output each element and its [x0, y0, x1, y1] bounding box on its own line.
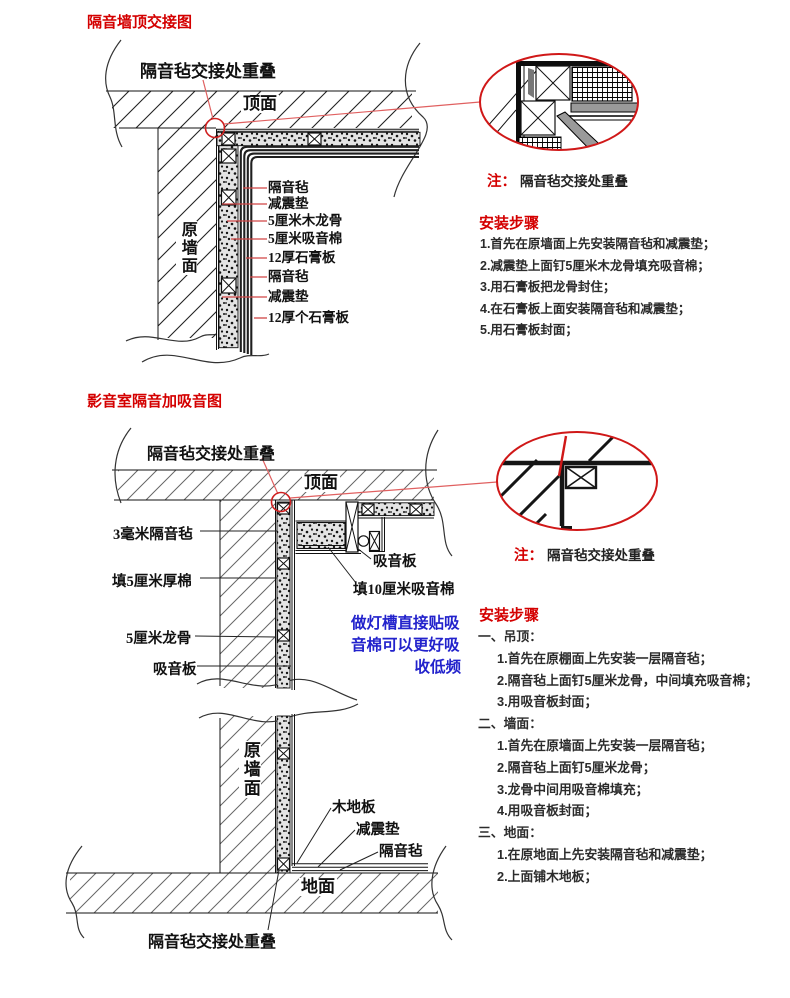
d2-overlap-leader [261, 457, 279, 495]
d1-overlap-label: 隔音毡交接处重叠 [140, 62, 276, 81]
note-prefix: 注： [514, 548, 543, 564]
d1-keel-box [220, 277, 237, 294]
d2-ceiling-hatch [118, 470, 434, 500]
d2-left-label: 5厘米龙骨 [126, 631, 192, 647]
d2-keel-box [409, 503, 423, 516]
section-item: 1.在原地面上先安装隔音毡和减震垫； [497, 846, 713, 862]
diagram1-linework [105, 39, 639, 364]
d2-steps-list: 一、吊顶： 1.首先在原棚面上先安装一层隔音毡； 2.隔音毡上面钉5厘米龙骨，中… [478, 626, 758, 888]
diagram2-linework [65, 427, 658, 941]
d1-layer-label: 12厚石膏板 [268, 250, 336, 265]
d2-left-label: 填5厘米厚棉 [112, 574, 192, 590]
d2-break-left [114, 427, 132, 504]
diagram1-title: 隔音墙顶交接图 [87, 14, 193, 31]
section-item: 1.首先在原棚面上先安装一层隔音毡； [497, 650, 713, 666]
step-item: 1.首先在原墙面上先安装隔音毡和减震垫； [480, 237, 716, 251]
d2-floor-layer-label: 木地板 [332, 800, 376, 816]
d1-keel-box [220, 189, 237, 206]
d1-layer-label: 减震垫 [268, 196, 309, 211]
step-item: 4.在石膏板上面安装隔音毡和减震垫； [480, 301, 691, 316]
d1-wall-label: 原墙面 [176, 221, 197, 275]
d2-blue-note: 做灯槽直接贴吸 音棉可以更好吸 收低频 [351, 615, 461, 676]
d1-layer-label: 5厘米木龙骨 [268, 213, 343, 228]
d2-floor-break-right [431, 845, 453, 941]
d1-gypsum-layers [239, 145, 419, 355]
d1-keel-box [307, 132, 322, 146]
d2-trough-box [368, 530, 381, 552]
d2-detail-leader [289, 481, 498, 499]
section-item: 2.隔音毡上面钉5厘米龙骨，中间填充吸音棉； [497, 672, 758, 688]
d1-break-left [105, 39, 123, 148]
d2-floor-layers [292, 863, 428, 872]
d2-keel-box [276, 857, 291, 871]
d1-layer-label: 减震垫 [268, 289, 309, 304]
step-item: 3.用石膏板把龙骨封住； [480, 280, 616, 294]
d2-wall-label: 原墙面 [239, 741, 261, 798]
d1-steps-list: 1.首先在原墙面上先安装隔音毡和减震垫； 2.减震垫上面钉5厘米木龙骨填充吸音棉… [480, 234, 715, 342]
d2-note: 注：隔音毡交接处重叠 [514, 548, 655, 564]
d1-detail-leader [223, 101, 481, 125]
d2-wall-hatch-upper [220, 500, 276, 688]
d1-keel-box [221, 132, 236, 146]
d2-left-label: 吸音板 [153, 662, 197, 678]
d2-steps-title: 安装步骤 [479, 607, 540, 624]
section-item: 1.首先在原墙面上先安装一层隔音毡； [497, 737, 713, 753]
d1-layer-label: 12厚个石膏板 [268, 310, 349, 325]
d2-floor-layer-label: 减震垫 [356, 822, 400, 838]
d2-floor-hatch [70, 873, 438, 913]
d2-detail-circle [270, 491, 292, 513]
d1-note: 注：隔音毡交接处重叠 [487, 174, 628, 190]
d2-absorb-panel-label: 吸音板 [373, 554, 417, 570]
d1-ceiling-label: 顶面 [241, 94, 279, 113]
d1-detail-ellipse [479, 53, 639, 151]
step-item: 2.减震垫上面钉5厘米木龙骨填充吸音棉； [480, 258, 710, 273]
d2-keel-box [276, 557, 291, 570]
d2-lamp-circle [357, 535, 370, 547]
d2-label-leaders [194, 530, 379, 931]
d1-keel-box [220, 148, 237, 164]
d1-detail-circle [204, 117, 226, 139]
d2-floor-break-left [65, 845, 85, 939]
d1-overlap-leader [202, 79, 214, 120]
d1-layer-leaders [222, 187, 267, 319]
section-item: 2.隔音毡上面钉5厘米龙骨； [497, 759, 656, 775]
diagram2-title: 影音室隔音加吸音图 [87, 393, 223, 410]
d2-left-label: 3毫米隔音毡 [113, 527, 193, 543]
d2-wall-strip-upper [276, 501, 291, 689]
section-item: 2.上面铺木地板； [497, 868, 598, 884]
d2-trough-cotton [296, 521, 346, 550]
d2-detail-ellipse [496, 431, 658, 531]
section-item: 4.用吸音板封面； [497, 803, 598, 819]
d2-overlap-label-bottom: 隔音毡交接处重叠 [148, 934, 277, 951]
d1-layer-label: 隔音毡 [268, 180, 309, 195]
section-header: 二、墙面： [478, 716, 542, 732]
step-item: 5.用石膏板封面； [480, 323, 578, 337]
d2-floor-layer-label: 隔音毡 [379, 844, 423, 860]
d2-fill10-label: 填10厘米吸音棉 [353, 582, 455, 598]
d1-layer-label: 隔音毡 [268, 269, 309, 284]
section-item: 3.龙骨中间用吸音棉填充； [497, 781, 649, 797]
d2-ceiling-label: 顶面 [302, 473, 340, 492]
d1-break-right [393, 42, 428, 198]
note-prefix: 注： [487, 174, 516, 190]
d1-cotton-band-vertical [218, 145, 239, 349]
d1-wall-break [125, 333, 218, 342]
d2-break-right [425, 429, 453, 557]
d2-keel-box [361, 503, 375, 516]
section-header: 一、吊顶： [478, 629, 542, 644]
d2-trough-column [345, 501, 359, 553]
d2-wall-strip-lower [276, 715, 291, 874]
d2-keel-box [276, 629, 291, 642]
d1-steps-title: 安装步骤 [479, 215, 540, 232]
d1-layer-label: 5厘米吸音棉 [268, 231, 343, 246]
d2-overlap-label-top: 隔音毡交接处重叠 [147, 446, 276, 463]
section-item: 3.用吸音板封面； [497, 694, 598, 710]
d2-keel-box [276, 747, 291, 760]
d2-floor-label: 地面 [299, 877, 337, 896]
section-header: 三、地面： [478, 825, 542, 841]
